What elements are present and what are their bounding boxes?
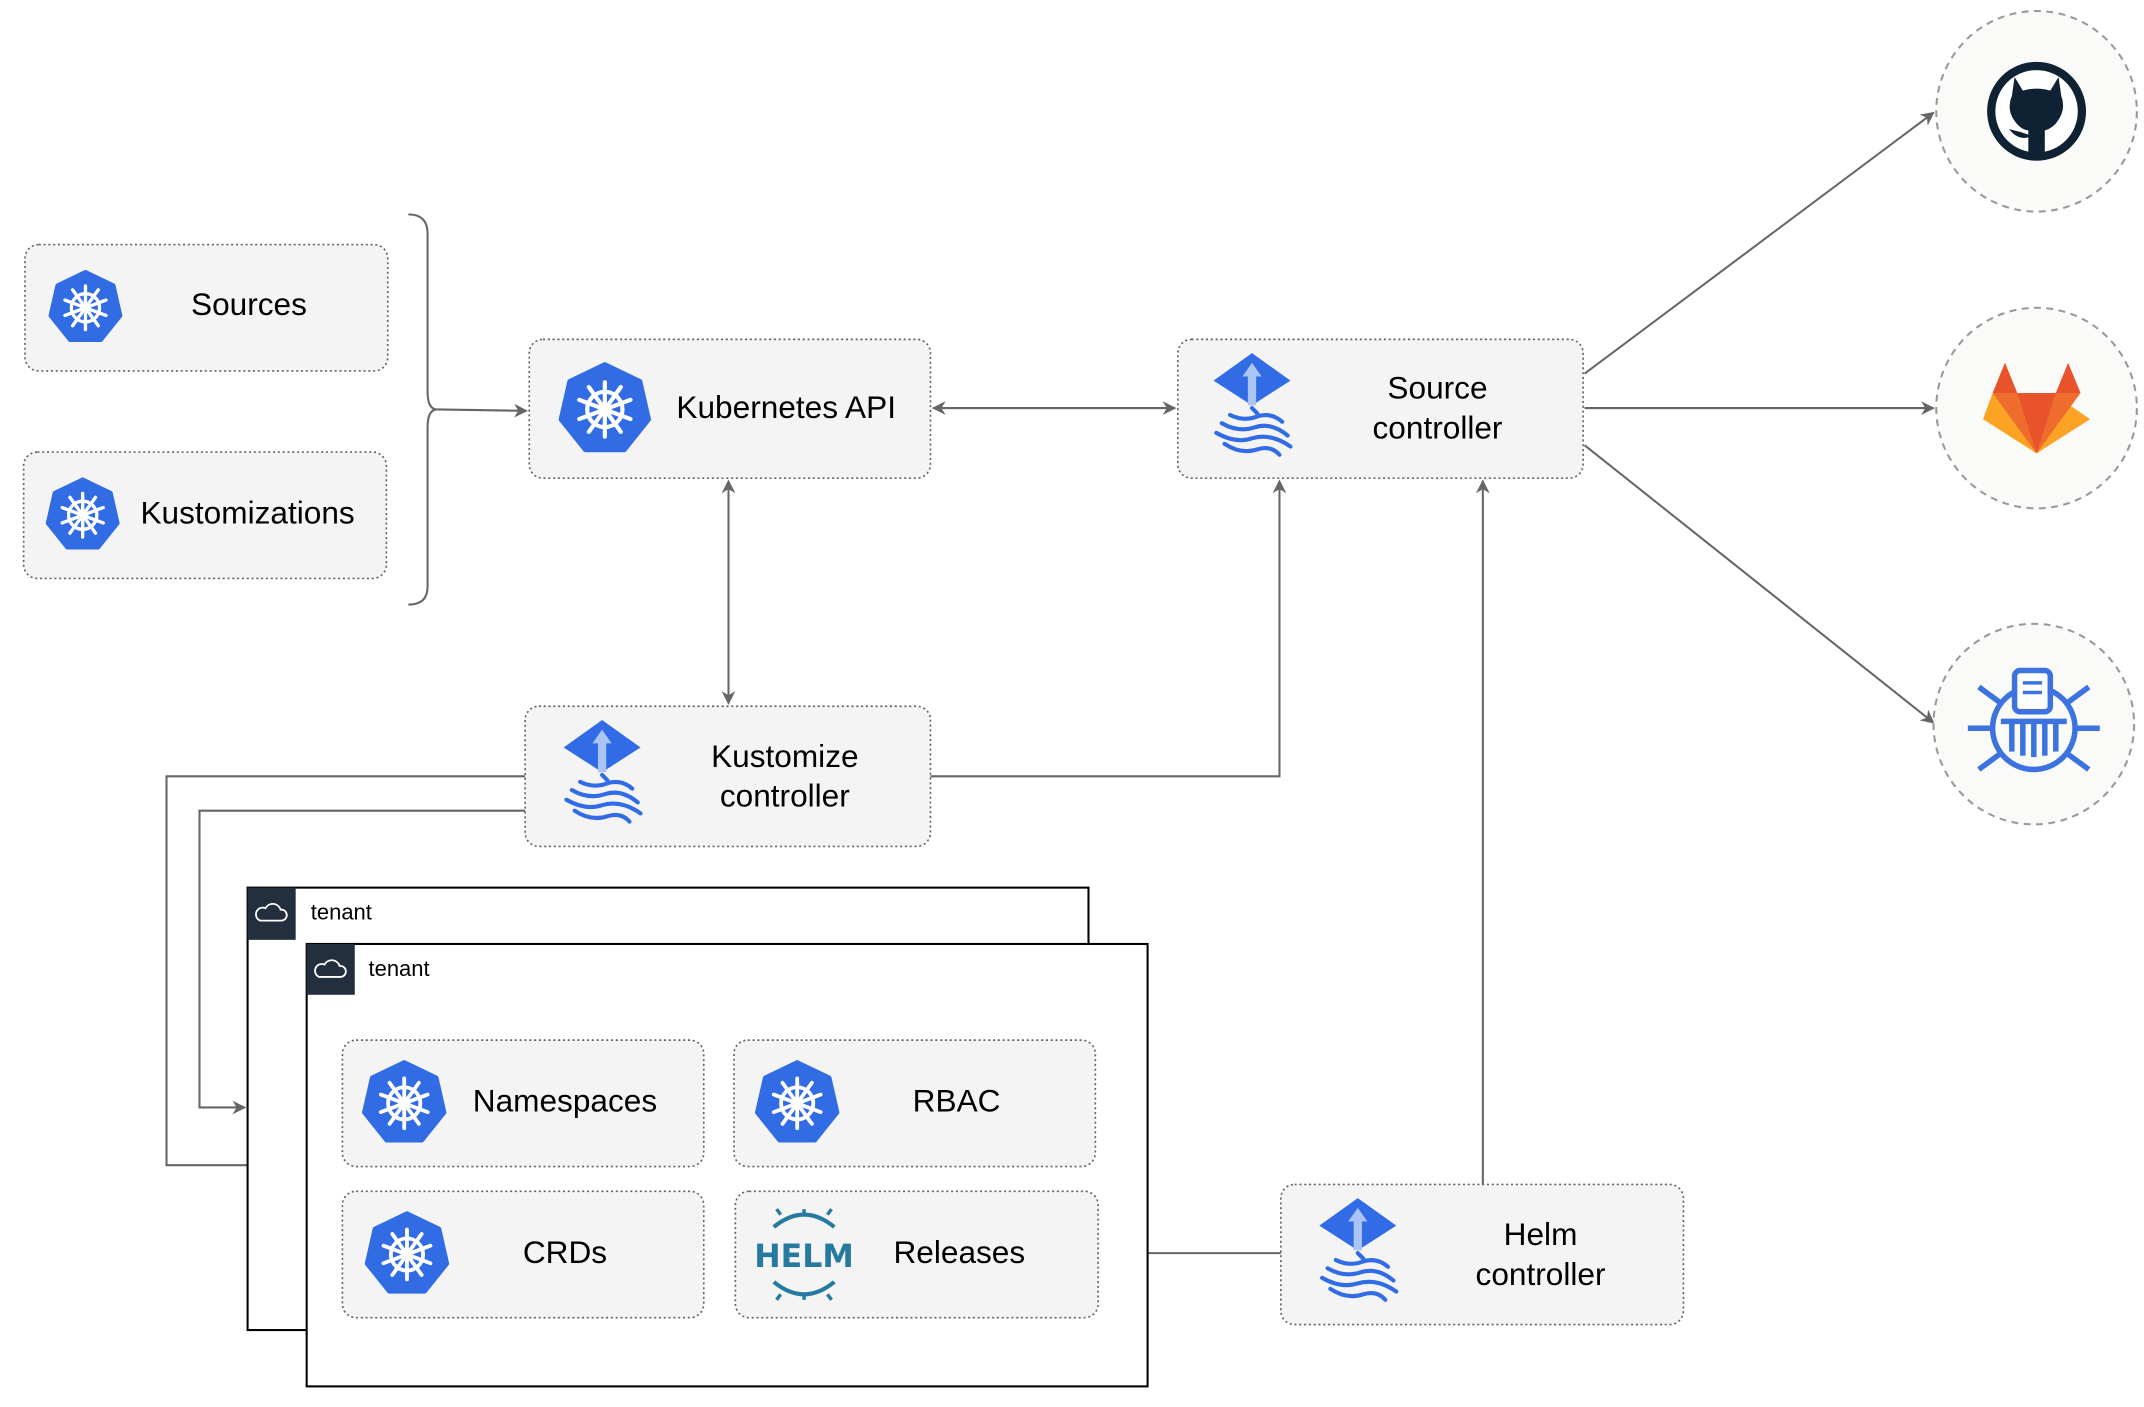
kustomizations-label: Kustomizations [140, 495, 354, 531]
namespaces-label: Namespaces [473, 1083, 657, 1119]
node-kustomizations[interactable]: Kustomizations [22, 451, 388, 580]
svg-text:HELM: HELM [754, 1239, 854, 1275]
bucket-icon [1967, 667, 2100, 773]
tenant-front[interactable]: tenant Namespaces RBAC CRDs HELM Release… [305, 942, 1149, 1388]
edge-source-to-github [1583, 111, 1935, 375]
tenant-label: tenant [311, 900, 372, 925]
edge-source-to-bucket [1583, 444, 1935, 724]
sources-label: Sources [191, 286, 307, 322]
node-namespaces[interactable]: Namespaces [341, 1039, 705, 1168]
kubernetes-icon [364, 1062, 444, 1140]
edge-kustomize-to-tenant-front [165, 775, 526, 1173]
kubernetes-icon [48, 269, 123, 343]
releases-label: Releases [893, 1234, 1025, 1270]
helm-controller-label: Helm [1504, 1216, 1578, 1252]
edge-kustomize-to-source [930, 479, 1287, 778]
rbac-label: RBAC [913, 1083, 1001, 1119]
source-controller-label: controller [1373, 409, 1503, 445]
kustomize-controller-label: controller [720, 778, 850, 814]
node-helm-controller[interactable]: Helm controller [1280, 1183, 1685, 1326]
node-kubernetes-api[interactable]: Kubernetes API [528, 338, 932, 479]
gitlab-icon [1982, 362, 2091, 454]
bucket-source[interactable] [1932, 622, 2136, 826]
brace [408, 213, 438, 606]
github-source[interactable] [1935, 9, 2138, 213]
kubernetes-icon [757, 1062, 837, 1140]
node-source-controller[interactable]: Source controller [1176, 338, 1584, 479]
node-kustomize-controller[interactable]: Kustomize controller [524, 705, 932, 848]
kubernetes-icon [367, 1213, 447, 1291]
source-controller-label: Source [1387, 370, 1487, 406]
gitlab-source[interactable] [1935, 306, 2138, 510]
node-rbac[interactable]: RBAC [733, 1039, 1097, 1168]
kustomize-controller-label: Kustomize [711, 738, 858, 774]
node-sources[interactable]: Sources [24, 243, 389, 372]
cloud-icon [314, 959, 347, 978]
helm-icon: HELM [754, 1208, 854, 1301]
cloud-icon [255, 902, 288, 922]
node-crds[interactable]: CRDs [341, 1190, 705, 1319]
edge-kustomize-to-tenant-back [198, 809, 526, 1115]
kubernetes-api-label: Kubernetes API [676, 389, 896, 425]
crds-label: CRDs [523, 1234, 607, 1270]
edge-crds-to-api [437, 403, 528, 418]
tenant-label: tenant [369, 956, 430, 981]
node-releases[interactable]: HELM Releases [734, 1190, 1099, 1319]
helm-controller-label: controller [1476, 1256, 1606, 1292]
kubernetes-icon [561, 365, 649, 450]
kubernetes-icon [45, 477, 120, 550]
github-icon [1987, 61, 2087, 161]
